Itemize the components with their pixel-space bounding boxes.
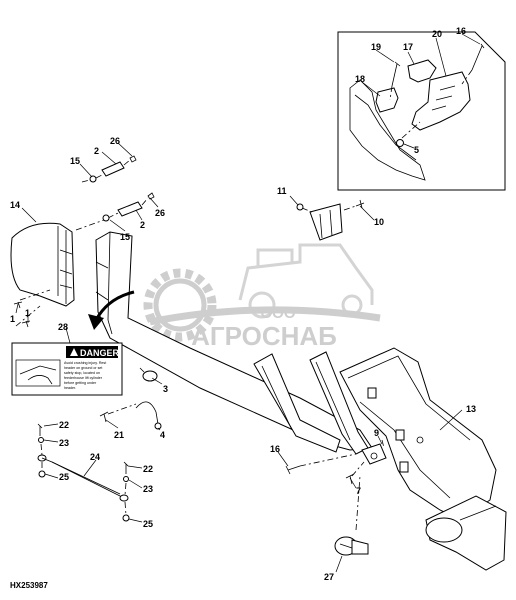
callout-4: 4 [160,430,165,440]
pin-assembly-lower [75,192,155,231]
curved-arrow-icon [88,290,135,330]
callout-22-left: 22 [59,420,69,430]
funnel-spout [425,495,507,571]
callout-26-mid: 26 [155,208,165,218]
callout-23-left: 23 [59,438,69,448]
callout-1-left: 1 [10,314,15,324]
callout-21: 21 [114,430,124,440]
danger-text-line2: header on ground or set [64,366,102,370]
danger-text-line6: header. [64,386,76,390]
callout-14: 14 [10,200,20,210]
callout-3: 3 [163,384,168,394]
leader-lines [15,33,481,573]
callout-13: 13 [466,404,476,414]
danger-text-line1: Avoid crushing injury. Rest [64,361,106,365]
callout-9: 9 [374,428,379,438]
bolt-21 [99,403,137,423]
danger-text-line4: feederhouse lift cylinder [64,376,103,380]
callout-5: 5 [414,145,419,155]
watermark-logo: ООО АГРОСНАБ [143,243,381,351]
warning-triangle-icon [70,348,78,356]
callout-24: 24 [90,452,100,462]
callout-25-left: 25 [59,472,69,482]
danger-text-line5: before getting under [64,381,97,385]
callout-15-top: 15 [70,156,80,166]
callout-16-lower: 16 [270,444,280,454]
hinge-bracket [345,439,387,485]
callout-7: 7 [356,486,361,496]
watermark-line2: АГРОСНАБ [191,321,337,351]
combine-harvester-icon [238,243,374,319]
callout-11: 11 [277,186,287,196]
callout-17: 17 [403,42,413,52]
detail-inset [337,31,506,191]
callout-27: 27 [324,572,334,582]
callout-10: 10 [374,217,384,227]
callout-22-right: 22 [143,464,153,474]
callout-28: 28 [58,322,68,332]
cover-shield [10,222,75,328]
callout-19: 19 [371,42,381,52]
adjustment-knob [334,475,369,556]
danger-text-line3: safety stop, located on [64,371,100,375]
callout-20: 20 [432,29,442,39]
snap-ring [139,367,158,382]
callout-26-top: 26 [110,136,120,146]
callout-18: 18 [355,74,365,84]
watermark-line1: ООО [260,305,295,322]
gear-icon [143,268,217,342]
callout-1-right: 1 [25,308,30,318]
safety-pin [135,401,162,430]
callout-2-mid: 2 [140,220,145,230]
callout-16-inset: 16 [456,26,466,36]
bolt-lower [285,453,357,475]
callout-15-mid: 15 [120,232,130,242]
callout-numbers: 26 2 15 26 2 15 14 1 1 28 3 4 21 22 23 2… [10,26,476,582]
callout-23-right: 23 [143,484,153,494]
channel-bracket [296,199,365,241]
crush-hazard-icon [19,365,57,385]
figure-id: HX253987 [10,581,48,590]
cable-assembly [37,423,130,522]
danger-signal-word: DANGER [80,348,120,358]
callout-2-top: 2 [94,146,99,156]
danger-decal: DANGER Avoid crushing injury. Rest heade… [11,342,123,396]
callout-25-right: 25 [143,519,153,529]
header-housing [339,347,497,521]
pin-assembly-upper [81,155,137,183]
